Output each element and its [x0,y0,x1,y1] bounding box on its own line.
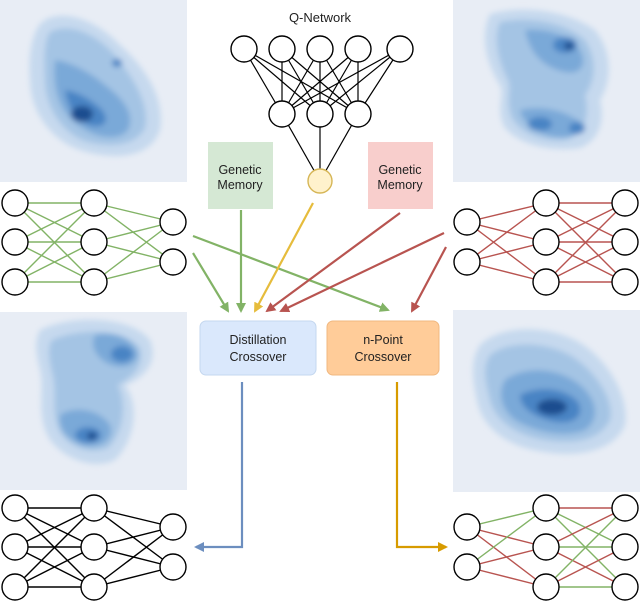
parent-network-right-red [453,189,639,296]
qnet-input-node [268,35,296,63]
density-plot-top-right [453,0,640,182]
qnet-input-node [386,35,414,63]
network-node [532,573,560,601]
network-node [532,533,560,561]
network-node [532,494,560,522]
qnet-input-node [230,35,258,63]
qnet-hidden-node [344,100,372,128]
density-plot-bottom-right [453,310,640,492]
network-node [611,228,639,256]
arrow-green-parent-to-distillation [192,252,230,313]
genetic-memory-red-line2: Memory [377,178,423,192]
network-node [611,268,639,296]
child-network-distillation [1,494,187,601]
network-node [1,494,29,522]
genetic-memory-green-box: Genetic Memory [208,142,273,209]
q-network-title: Q-Network [289,10,352,25]
network-node [80,268,108,296]
density-plot-bottom-left [0,312,187,490]
distillation-crossover-line2: Crossover [230,350,287,364]
npoint-crossover-box: n-Point Crossover [326,320,440,376]
qnet-output-node [307,168,333,194]
density-plot-top-left [0,0,187,182]
network-node [80,228,108,256]
network-node [453,208,481,236]
network-node [453,513,481,541]
arrow-red-parent-to-distillation [279,232,445,313]
qnet-hidden-node [268,100,296,128]
q-network [230,35,414,194]
arrow-blue-distillation-to-child [194,382,244,552]
distillation-crossover-line1: Distillation [230,333,287,347]
network-node [611,573,639,601]
network-node [532,189,560,217]
network-node [611,533,639,561]
arrow-orange-npoint-to-child [395,382,448,552]
network-node [80,494,108,522]
arrow-red-memory-to-distillation [265,212,401,313]
qnet-input-node [306,35,334,63]
network-node [1,189,29,217]
network-node [532,228,560,256]
network-node [453,553,481,581]
network-node [1,228,29,256]
network-node [159,553,187,581]
genetic-memory-green-line1: Genetic [218,163,261,177]
network-node [532,268,560,296]
network-node [159,248,187,276]
network-node [1,533,29,561]
network-node [80,533,108,561]
arrow-green-parent-to-npoint [192,234,390,312]
qnet-hidden-node [306,100,334,128]
distillation-crossover-box: Distillation Crossover [199,320,317,376]
arrow-red-parent-to-npoint [411,246,447,313]
network-node [611,189,639,217]
network-node [453,248,481,276]
npoint-crossover-line1: n-Point [363,333,403,347]
genetic-memory-red-box: Genetic Memory [368,142,433,209]
arrow-yellow-qnet-to-distillation [254,202,314,313]
network-node [80,189,108,217]
network-node [80,573,108,601]
genetic-memory-green-line2: Memory [217,178,263,192]
genetic-memory-red-line1: Genetic [378,163,421,177]
network-node [611,494,639,522]
npoint-crossover-line2: Crossover [355,350,412,364]
qnet-input-node [344,35,372,63]
network-node [1,268,29,296]
network-node [159,208,187,236]
child-network-npoint [453,494,639,601]
network-node [159,513,187,541]
network-node [1,573,29,601]
parent-network-left-green [1,189,187,296]
